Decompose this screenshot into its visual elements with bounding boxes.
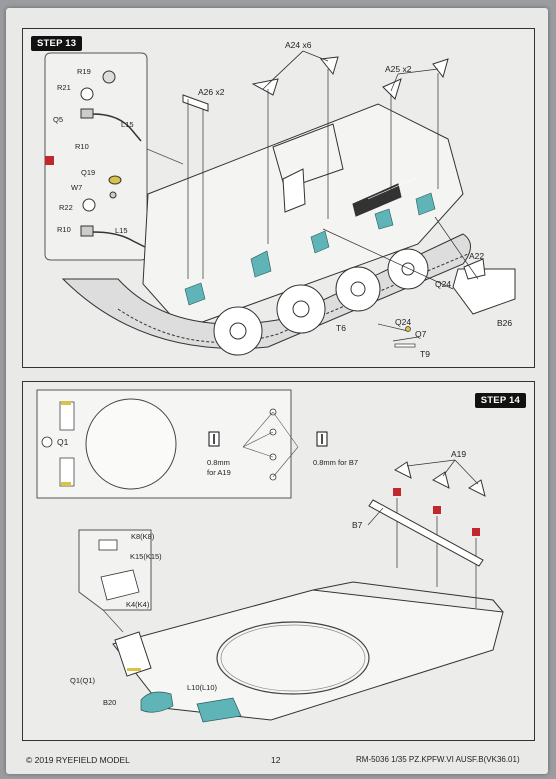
label-q24-upper: Q24 (435, 279, 451, 289)
step-13-drawing: R19 R21 Q5 L15 R10 Q19 W7 R22 R10 L15 (44, 40, 516, 359)
label-w7: W7 (71, 183, 82, 192)
label-l15-top: L15 (121, 120, 134, 129)
label-q1q1: Q1(Q1) (70, 676, 96, 685)
label-k8: K8(K8) (131, 532, 155, 541)
label-a24: A24 x6 (285, 40, 312, 50)
red-markers (393, 488, 480, 536)
label-a19: A19 (451, 449, 466, 459)
label-a22: A22 (469, 251, 484, 261)
a19-leaders (396, 459, 479, 608)
q5-part (80, 108, 94, 119)
footer-product: RM-5036 1/35 PZ.KPFW.VI AUSF.B(VK36.01) (356, 755, 520, 764)
k4-part (100, 569, 140, 601)
drill-a19-target: for A19 (207, 468, 231, 477)
label-t6: T6 (336, 323, 346, 333)
step-14-panel: STEP 14 Q1 0.8mm for A19 0.8mm for B7 (22, 381, 535, 741)
label-k4: K4(K4) (126, 600, 150, 609)
label-k15: K15(K15) (130, 552, 162, 561)
b7-bar (368, 499, 484, 567)
a19-parts (394, 461, 486, 497)
footer-copyright: © 2019 RYEFIELD MODEL (26, 755, 130, 765)
red-marker-icon (45, 156, 54, 165)
footer-page-number: 12 (271, 755, 281, 765)
label-a25: A25 x2 (385, 64, 412, 74)
label-l15-bottom: L15 (115, 226, 128, 235)
label-l10: L10(L10) (187, 683, 218, 692)
label-r21: R21 (57, 83, 71, 92)
label-q1: Q1 (57, 437, 69, 447)
road-wheels (213, 248, 429, 356)
label-b7: B7 (352, 520, 363, 530)
label-b26: B26 (497, 318, 512, 328)
k8-part (98, 539, 118, 551)
label-b20: B20 (103, 698, 116, 707)
label-r10-top: R10 (75, 142, 89, 151)
label-r19: R19 (77, 67, 91, 76)
r21-part (80, 87, 94, 101)
step-13-panel: STEP 13 R19 R21 Q5 L15 R10 Q19 W7 R22 R1… (22, 28, 535, 368)
r19-part (102, 70, 116, 84)
label-r10-bottom: R10 (57, 225, 71, 234)
label-q19: Q19 (81, 168, 95, 177)
leader-lines (187, 50, 479, 342)
turret-ring (216, 621, 370, 695)
driver-hatch (114, 631, 152, 677)
step-14-title: STEP 14 (474, 393, 526, 408)
b20-part (140, 691, 174, 713)
l15-cable-bottom (92, 231, 146, 248)
q19-ring (108, 175, 122, 185)
drill-b7-text: 0.8mm for B7 (313, 458, 358, 467)
fender-parts (182, 56, 516, 315)
hatch-opening (85, 398, 177, 490)
step-14-drawing: Q1 0.8mm for A19 0.8mm for B7 A19 (36, 389, 504, 723)
label-q7: Q7 (415, 329, 427, 339)
drill-a19-size: 0.8mm (207, 458, 230, 467)
r22-part (82, 198, 96, 212)
l10-part (196, 697, 242, 723)
q1-part (41, 436, 53, 448)
l15-cable-top (92, 113, 142, 142)
label-a26: A26 x2 (198, 87, 225, 97)
r10-part-bottom (80, 225, 94, 237)
drill-leaders (242, 411, 299, 478)
step-13-title: STEP 13 (31, 36, 83, 51)
label-q24-lower: Q24 (395, 317, 411, 327)
highlighted-fenders (184, 192, 436, 306)
w7-part (109, 191, 117, 199)
label-t9: T9 (420, 349, 430, 359)
label-r22: R22 (59, 203, 73, 212)
label-q5: Q5 (53, 115, 63, 124)
tank-hull-drawing (61, 103, 471, 350)
